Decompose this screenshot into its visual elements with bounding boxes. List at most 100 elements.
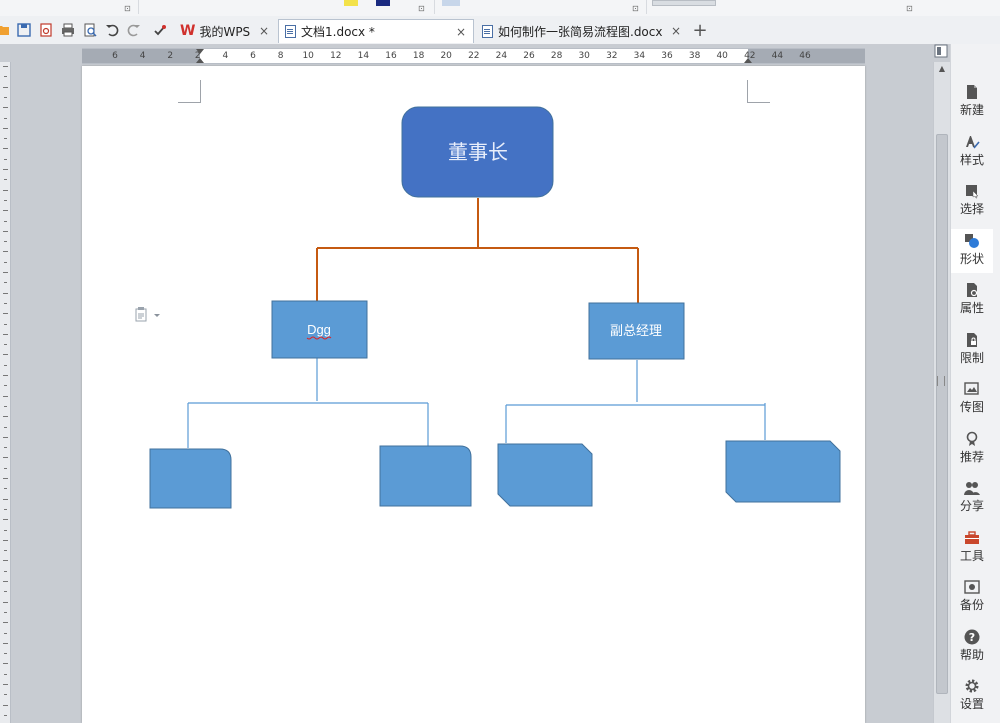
close-tab-icon[interactable]: × — [670, 24, 682, 38]
ruler-tick — [3, 107, 8, 109]
ribbon-group-separator — [434, 0, 435, 14]
print-icon[interactable] — [60, 22, 76, 38]
ruler-tick — [3, 560, 8, 562]
tab-document-1[interactable]: 文档1.docx * × — [278, 19, 474, 43]
sidebar-item-help[interactable]: ? 帮助 — [951, 625, 993, 669]
export-pdf-icon[interactable] — [38, 22, 54, 38]
sidebar-item-label: 工具 — [959, 549, 984, 563]
document-page[interactable]: 董事长 Dgg 副总经理 — [82, 66, 865, 723]
restrict-icon — [967, 333, 977, 347]
ruler-tick — [3, 622, 8, 624]
print-preview-icon[interactable] — [82, 22, 98, 38]
ruler-tick — [3, 272, 8, 273]
panel-splitter-grip[interactable] — [937, 376, 945, 386]
ruler-tick — [4, 76, 7, 78]
ruler-tick-label: 18 — [412, 51, 425, 61]
new-tab-button[interactable]: + — [692, 20, 708, 41]
scroll-up-arrow-icon[interactable]: ▲ — [938, 64, 946, 73]
paste-options-icon[interactable] — [134, 306, 162, 324]
sidebar-item-label: 选择 — [959, 202, 984, 216]
sidebar-item-properties[interactable]: 属性 — [951, 278, 993, 322]
ruler-tick-label: 28 — [550, 51, 563, 61]
ruler-tick — [3, 498, 8, 500]
sidebar-item-recommend[interactable]: 推荐 — [951, 427, 993, 471]
ruler-tick — [4, 261, 7, 263]
flowchart-child-box-4[interactable] — [725, 440, 841, 503]
sidebar-item-share[interactable]: 分享 — [951, 476, 993, 520]
tab-my-wps[interactable]: W 我的WPS × — [174, 19, 276, 43]
customize-toolbar-icon[interactable] — [152, 22, 168, 38]
ruler-tick — [3, 292, 8, 294]
share-icon — [964, 482, 980, 495]
ruler-tick — [4, 508, 7, 510]
font-color-swatch[interactable] — [376, 0, 390, 6]
right-indent-marker[interactable] — [744, 49, 752, 63]
panel-toggle-icon[interactable] — [934, 44, 948, 58]
sidebar-item-upload-image[interactable]: 传图 — [951, 377, 993, 421]
redo-icon[interactable] — [126, 22, 142, 38]
open-folder-icon[interactable] — [0, 22, 12, 38]
flowchart-child-box-1[interactable] — [149, 448, 232, 509]
tab-flowchart-doc[interactable]: 如何制作一张简易流程图.docx × — [476, 19, 688, 43]
flowchart-right-box[interactable] — [588, 302, 685, 360]
ruler-tick — [3, 354, 8, 356]
sidebar-item-style[interactable]: 样式 — [951, 130, 993, 174]
ruler-tick — [4, 694, 7, 696]
ruler-tick-label: 36 — [661, 51, 673, 61]
ruler-tick — [4, 302, 7, 304]
ruler-tick — [4, 488, 7, 490]
sidebar-item-tools[interactable]: 工具 — [951, 526, 993, 570]
ruler-tick — [4, 364, 7, 366]
sidebar-item-new[interactable]: 新建 — [951, 80, 993, 124]
style-preview[interactable] — [442, 0, 460, 6]
vertical-scrollbar[interactable]: ▲ — [933, 62, 950, 723]
sidebar-item-label: 推荐 — [959, 450, 984, 464]
scrollbar-thumb[interactable] — [936, 134, 948, 694]
sidebar-item-shape[interactable]: 形状 — [951, 229, 993, 273]
ruler-tick-label: 6 — [112, 51, 118, 61]
sidebar-item-settings[interactable]: 设置 — [951, 674, 993, 718]
close-tab-icon[interactable]: × — [258, 24, 270, 38]
save-icon[interactable] — [16, 22, 32, 38]
flowchart-left-box[interactable] — [271, 300, 368, 359]
undo-icon[interactable] — [104, 22, 120, 38]
sidebar-item-label: 样式 — [959, 153, 984, 167]
flowchart-root-box[interactable] — [401, 106, 554, 198]
style-gallery[interactable] — [652, 0, 716, 6]
ruler-tick — [4, 673, 7, 675]
sidebar-item-backup[interactable]: 备份 — [951, 575, 993, 619]
properties-icon — [967, 283, 978, 297]
close-tab-icon[interactable]: × — [455, 25, 467, 39]
flowchart-child-box-3[interactable] — [497, 443, 593, 507]
sidebar-item-restrict[interactable]: 限制 — [951, 328, 993, 372]
highlight-color-swatch[interactable] — [344, 0, 358, 6]
ruler-tick — [3, 581, 8, 582]
org-chart[interactable]: 董事长 Dgg 副总经理 — [82, 66, 865, 723]
flowchart-child-box-2[interactable] — [379, 445, 472, 507]
select-icon — [966, 185, 979, 199]
ruler-tick — [3, 148, 8, 150]
ruler-tick — [3, 375, 8, 376]
ruler-tick — [3, 684, 8, 685]
ribbon-launcher-icon[interactable]: ⊡ — [906, 4, 913, 13]
ruler-tick-label: 2 — [194, 51, 201, 61]
ruler-tick — [3, 519, 8, 521]
recommend-icon — [966, 431, 978, 446]
ruler-tick — [3, 478, 8, 479]
toolbox-icon — [965, 531, 979, 544]
sidebar-item-select[interactable]: 选择 — [951, 179, 993, 223]
ribbon-launcher-icon[interactable]: ⊡ — [632, 4, 639, 13]
ribbon-launcher-icon[interactable]: ⊡ — [418, 4, 425, 13]
spellcheck-underline — [306, 336, 332, 340]
vertical-ruler[interactable] — [0, 62, 11, 723]
ruler-tick — [3, 66, 8, 67]
sidebar-item-label: 设置 — [959, 697, 984, 711]
ruler-tick-label: 40 — [716, 51, 728, 61]
ribbon-launcher-icon[interactable]: ⊡ — [124, 4, 131, 13]
wps-logo-icon: W — [180, 23, 196, 39]
ruler-tick — [4, 550, 7, 552]
left-indent-marker[interactable] — [196, 49, 204, 63]
ruler-tick-label: 42 — [744, 51, 756, 61]
ruler-tick-label: 22 — [468, 51, 480, 61]
